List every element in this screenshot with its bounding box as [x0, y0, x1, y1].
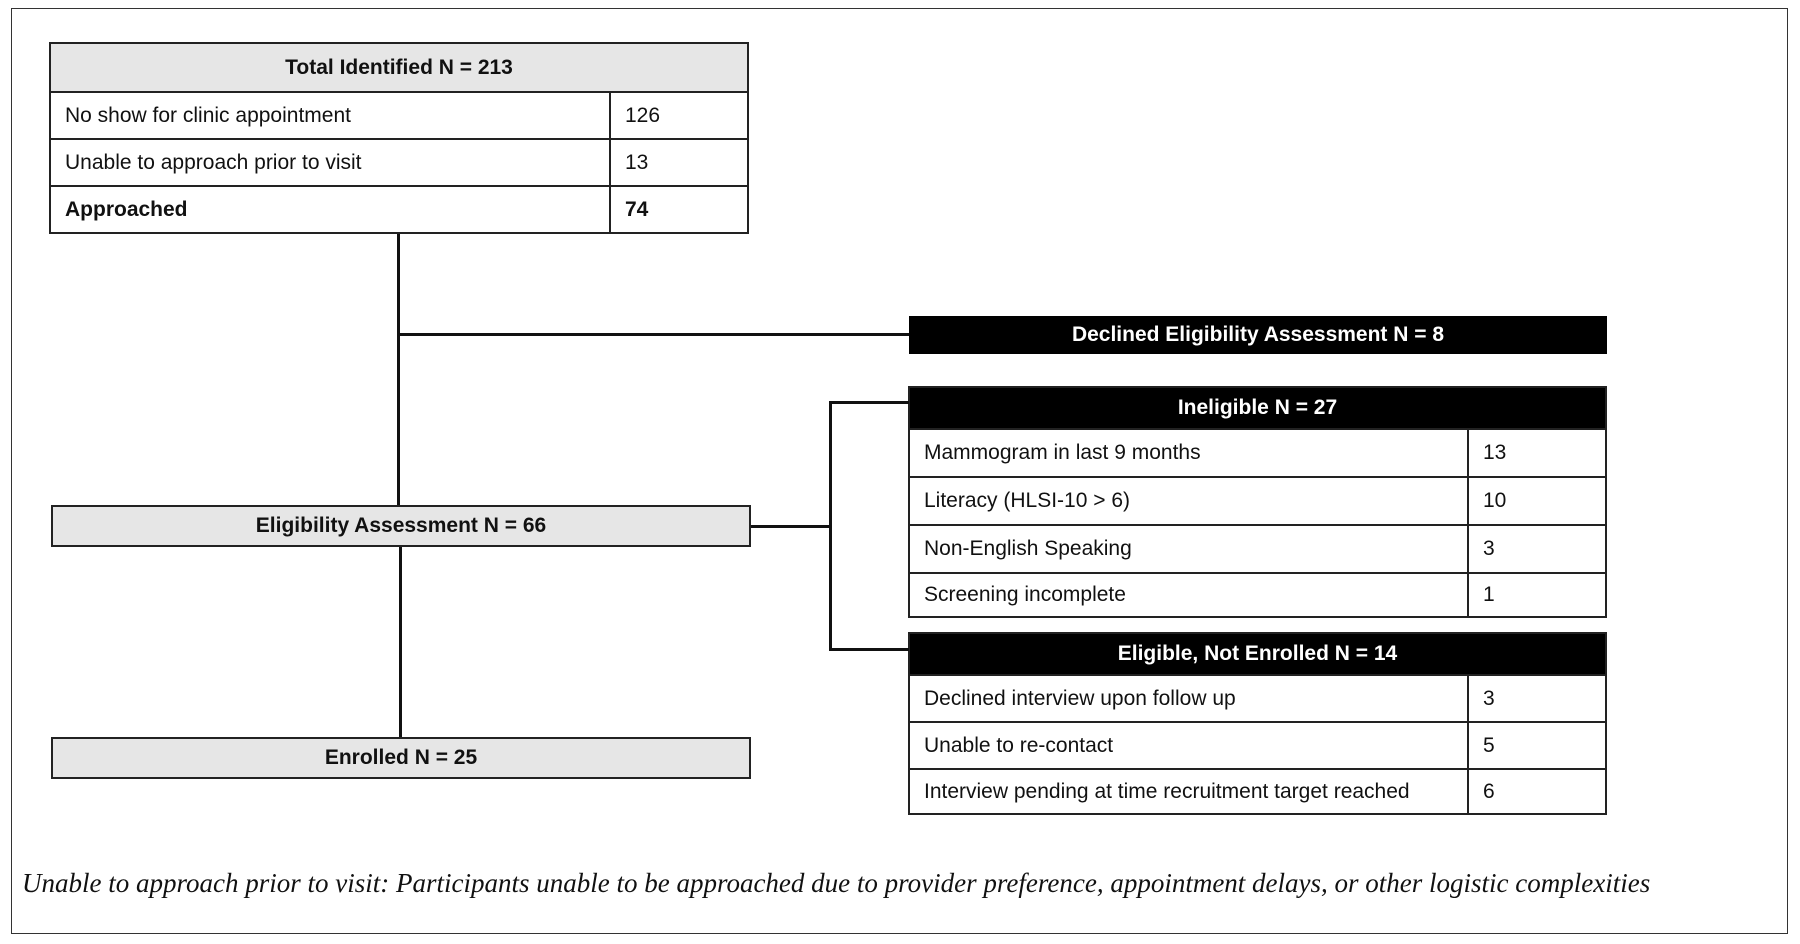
table-row: Declined interview upon follow up 3 [910, 674, 1605, 721]
row-label: Non-English Speaking [924, 537, 1132, 560]
footnote: Unable to approach prior to visit: Parti… [22, 868, 1651, 898]
row-label: Approached [65, 197, 188, 221]
row-value: 3 [1467, 676, 1605, 721]
total-identified-table: Total Identified N = 213 No show for cli… [49, 42, 749, 234]
row-value: 5 [1467, 723, 1605, 768]
row-label: Declined interview upon follow up [924, 686, 1236, 710]
table-row: No show for clinic appointment 126 [51, 91, 747, 138]
total-identified-header: Total Identified N = 213 [51, 44, 747, 91]
row-label: Interview pending at time recruitment ta… [924, 779, 1410, 803]
row-value: 126 [609, 93, 747, 138]
table-row: Mammogram in last 9 months 13 [910, 428, 1605, 476]
eligible-not-enrolled-table: Eligible, Not Enrolled N = 14 Declined i… [908, 632, 1607, 815]
connector-to-ineligible [829, 401, 909, 404]
row-label: Literacy (HLSI-10 > 6) [924, 489, 1131, 512]
table-row: Unable to approach prior to visit 13 [51, 138, 747, 185]
connector-eligibility-to-branch [751, 525, 831, 528]
row-value: 6 [1467, 770, 1605, 813]
table-row: Literacy (HLSI-10 > 6) 10 [910, 476, 1605, 524]
ineligible-table: Ineligible N = 27 Mammogram in last 9 mo… [908, 386, 1607, 618]
row-value: 10 [1467, 478, 1605, 524]
ineligible-header: Ineligible N = 27 [910, 388, 1605, 428]
row-value: 1 [1467, 574, 1605, 616]
enrolled-box: Enrolled N = 25 [51, 737, 751, 779]
not-enrolled-header: Eligible, Not Enrolled N = 14 [910, 634, 1605, 674]
row-label: No show for clinic appointment [65, 103, 351, 127]
connector-to-declined [397, 333, 909, 336]
declined-eligibility-box: Declined Eligibility Assessment N = 8 [909, 316, 1607, 354]
connector-branch-vertical [829, 401, 832, 651]
table-row: Approached 74 [51, 185, 747, 232]
row-value: 74 [609, 187, 747, 232]
row-value: 3 [1467, 526, 1605, 572]
table-row: Interview pending at time recruitment ta… [910, 768, 1605, 813]
row-value: 13 [1467, 430, 1605, 476]
connector-approached-to-eligibility [397, 234, 400, 505]
connector-to-not-enrolled [829, 648, 909, 651]
row-value: 13 [609, 140, 747, 185]
figure-frame [11, 8, 1788, 934]
row-label: Unable to approach prior to visit [65, 150, 362, 174]
table-row: Unable to re-contact 5 [910, 721, 1605, 768]
table-row: Non-English Speaking 3 [910, 524, 1605, 572]
connector-eligibility-to-enrolled [399, 547, 402, 737]
eligibility-assessment-box: Eligibility Assessment N = 66 [51, 505, 751, 547]
table-row: Screening incomplete 1 [910, 572, 1605, 616]
row-label: Unable to re-contact [924, 733, 1114, 757]
row-label: Mammogram in last 9 months [924, 441, 1201, 464]
row-label: Screening incomplete [924, 583, 1126, 606]
